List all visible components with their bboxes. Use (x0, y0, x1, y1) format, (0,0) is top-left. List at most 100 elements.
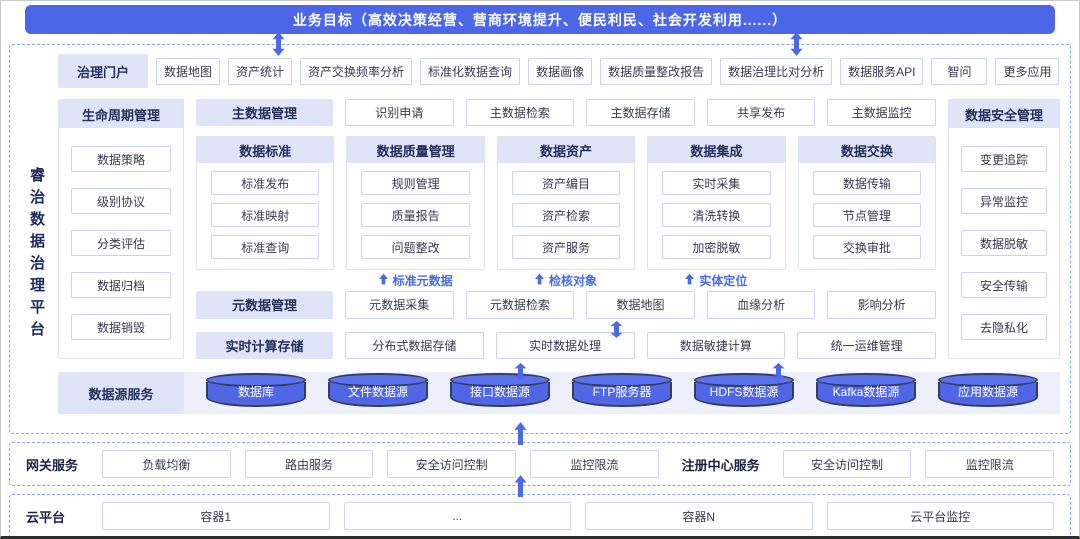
portal-item: 资产交换频率分析 (300, 57, 413, 85)
gateway-item: 安全访问控制 (387, 450, 517, 478)
modules-grid: 生命周期管理 数据策略 级别协议 分类评估 数据归档 数据销毁 主数据管理 识别… (58, 99, 1060, 359)
hdfs-datasource-cylinder: HDFS数据源 (694, 373, 794, 407)
up-arrow-icon (535, 272, 544, 290)
updown-arrow-storage-datasource-left (514, 363, 527, 381)
module-item: 数据传输 (812, 171, 922, 196)
portal-item: 数据地图 (156, 57, 221, 85)
lifecycle-item: 数据销毁 (71, 314, 171, 340)
portal-item: 数据治理比对分析 (720, 57, 833, 85)
updown-arrow-banner-left (272, 32, 285, 56)
module-item: 资产服务 (511, 235, 621, 260)
column-header: 数据质量管理 (347, 137, 484, 164)
module-item: 交换审批 (812, 235, 922, 260)
cloud-item-monitor: 云平台监控 (826, 502, 1054, 530)
module-item: 质量报告 (361, 203, 470, 228)
column-header: 数据标准 (197, 137, 334, 164)
master-data-item: 主数据检索 (465, 99, 575, 127)
module-item: 问题整改 (361, 235, 470, 260)
arrow-label-entity-locate: 实体定位 (647, 272, 785, 289)
column-data-quality: 数据质量管理 规则管理 质量报告 问题整改 (346, 136, 485, 271)
updown-arrow-metadata-storage (610, 321, 623, 338)
gateway-services-box: 网关服务 负载均衡 路由服务 安全访问控制 监控限流 注册中心服务 安全访问控制… (9, 442, 1071, 486)
api-datasource-cylinder: 接口数据源 (450, 373, 550, 407)
updown-arrow-banner-right (790, 32, 803, 56)
platform-vertical-title: 睿治数据治理平台 (28, 166, 45, 343)
gateway-item: 负载均衡 (102, 450, 231, 478)
cloud-item-containerN: 容器N (585, 502, 813, 530)
cloud-item-ellipsis: ... (343, 502, 571, 530)
metadata-item: 元数据采集 (345, 291, 454, 319)
realtime-storage-row: 实时计算存储 分布式数据存储 实时数据处理 数据敏捷计算 统一运维管理 (196, 331, 936, 359)
lifecycle-item: 数据归档 (71, 272, 171, 298)
cloud-platform-label: 云平台 (26, 509, 66, 525)
platform-container: 睿治数据治理平台 治理门户 数据地图 资产统计 资产交换频率分析 标准化数据查询… (9, 44, 1071, 434)
cloud-platform-box: 云平台 容器1 ... 容器N 云平台监控 (9, 494, 1071, 536)
module-item: 标准映射 (211, 203, 320, 228)
master-data-header: 主数据管理 (196, 99, 333, 127)
security-item: 安全传输 (961, 272, 1047, 298)
realtime-item: 统一运维管理 (797, 331, 936, 359)
realtime-header: 实时计算存储 (196, 331, 333, 359)
column-header: 数据资产 (497, 137, 635, 164)
master-data-item: 识别申请 (345, 99, 454, 127)
module-item: 规则管理 (361, 171, 470, 196)
column-data-standard: 数据标准 标准发布 标准映射 标准查询 (196, 136, 335, 271)
security-item: 数据脱敏 (961, 230, 1047, 256)
realtime-item: 数据敏捷计算 (646, 331, 786, 359)
column-header: 数据集成 (648, 137, 785, 164)
master-data-item: 主数据存储 (586, 99, 695, 127)
datasource-band: 数据库 文件数据源 接口数据源 FTP服务器 HDFS数据源 Kafka数据源 … (184, 372, 1060, 414)
module-columns: 数据标准 标准发布 标准映射 标准查询 数据质量管理 规则管理 质量报告 问题整… (196, 136, 937, 271)
portal-item: 数据质量整改报告 (600, 57, 713, 85)
updown-arrow-storage-datasource-right (772, 363, 785, 381)
governance-portal-row: 治理门户 数据地图 资产统计 资产交换频率分析 标准化数据查询 数据画像 数据质… (58, 53, 1060, 89)
module-item: 清洗转换 (662, 203, 771, 228)
up-arrow-icon (378, 272, 388, 290)
realtime-item: 分布式数据存储 (345, 331, 484, 359)
module-item: 加密脱敏 (662, 235, 771, 260)
master-data-item: 主数据监控 (827, 99, 936, 127)
center-modules: 主数据管理 识别申请 主数据检索 主数据存储 共享发布 主数据监控 数据标准 标… (196, 99, 937, 359)
gateway-item: 监控限流 (530, 450, 659, 478)
registry-item: 监控限流 (925, 450, 1055, 478)
gateway-item: 路由服务 (244, 450, 374, 478)
lifecycle-header: 生命周期管理 (59, 100, 183, 128)
app-datasource-cylinder: 应用数据源 (938, 373, 1038, 407)
gateway-label: 网关服务 (26, 457, 79, 473)
portal-item: 标准化数据查询 (420, 57, 521, 85)
master-data-item: 共享发布 (706, 99, 816, 127)
datasource-header: 数据源服务 (58, 372, 184, 414)
arrow-label-standard-metadata: 标准元数据 (346, 272, 484, 289)
lifecycle-item: 级别协议 (71, 188, 171, 214)
security-item: 变更追踪 (961, 146, 1047, 172)
portal-item: 资产统计 (228, 57, 293, 85)
ftp-server-cylinder: FTP服务器 (572, 373, 672, 407)
master-data-row: 主数据管理 识别申请 主数据检索 主数据存储 共享发布 主数据监控 (196, 99, 936, 127)
business-goal-banner: 业务目标（高效决策经营、营商环境提升、便民利民、社会开发利用......） (25, 5, 1055, 34)
portal-item: 智问 (931, 57, 988, 85)
module-item: 资产编目 (511, 171, 621, 196)
file-datasource-cylinder: 文件数据源 (328, 373, 428, 407)
portal-item: 更多应用 (995, 57, 1060, 85)
cloud-item-container1: 容器1 (102, 502, 330, 530)
metadata-header: 元数据管理 (196, 291, 333, 319)
metadata-item: 影响分析 (827, 291, 936, 319)
column-data-asset: 数据资产 资产编目 资产检索 资产服务 (496, 136, 636, 271)
realtime-item: 实时数据处理 (495, 331, 635, 359)
kafka-datasource-cylinder: Kafka数据源 (816, 373, 916, 407)
platform-content: 治理门户 数据地图 资产统计 资产交换频率分析 标准化数据查询 数据画像 数据质… (58, 53, 1060, 414)
metadata-row: 元数据管理 元数据采集 元数据检索 数据地图 血缘分析 影响分析 (196, 291, 936, 319)
data-security-panel: 数据安全管理 变更追踪 异常监控 数据脱敏 安全传输 去隐私化 (948, 99, 1060, 359)
column-data-exchange: 数据交换 数据传输 节点管理 交换审批 (797, 136, 937, 271)
column-header: 数据交换 (798, 137, 936, 164)
registry-item: 安全访问控制 (782, 450, 912, 478)
arrow-label-check-object: 检核对象 (497, 272, 635, 289)
column-data-integration: 数据集成 实时采集 清洗转换 加密脱敏 (647, 136, 786, 271)
module-item: 标准发布 (211, 171, 320, 196)
module-item: 节点管理 (812, 203, 922, 228)
security-header: 数据安全管理 (949, 100, 1059, 128)
database-cylinder: 数据库 (206, 373, 306, 407)
lifecycle-item: 数据策略 (71, 146, 171, 172)
metadata-item: 元数据检索 (465, 291, 575, 319)
